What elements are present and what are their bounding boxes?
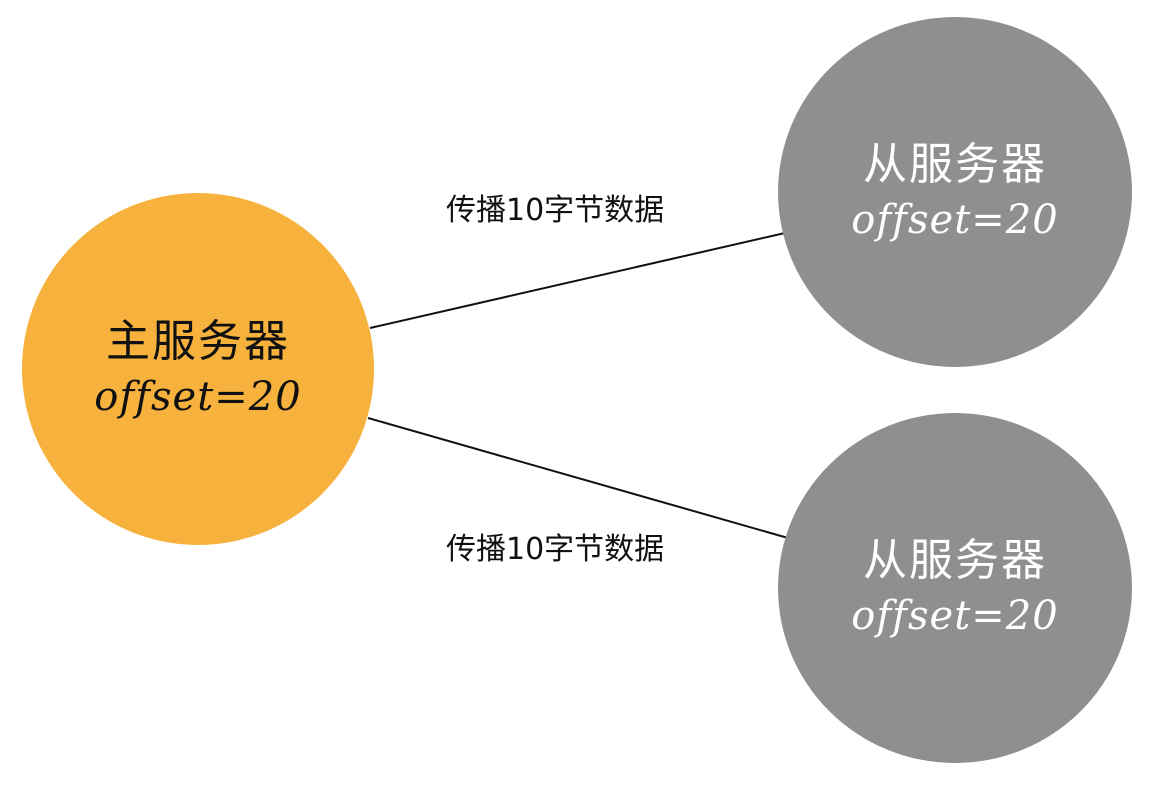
slave-server-1-offset: offset=20 [851, 197, 1059, 243]
edge-master-to-slave-2 [367, 417, 789, 539]
slave-server-1-title: 从服务器 [863, 139, 1047, 190]
edge-label-slave-1: 传播10字节数据 [446, 193, 665, 228]
master-server-node: 主服务器 offset=20 [22, 193, 374, 545]
edge-master-to-slave-1 [369, 232, 786, 329]
slave-server-2-title: 从服务器 [863, 535, 1047, 586]
master-server-offset: offset=20 [94, 374, 302, 420]
slave-server-node-1: 从服务器 offset=20 [778, 17, 1132, 367]
slave-server-node-2: 从服务器 offset=20 [778, 413, 1132, 763]
master-server-title: 主服务器 [106, 316, 290, 367]
slave-server-2-offset: offset=20 [851, 593, 1059, 639]
edge-label-slave-2: 传播10字节数据 [446, 532, 665, 567]
